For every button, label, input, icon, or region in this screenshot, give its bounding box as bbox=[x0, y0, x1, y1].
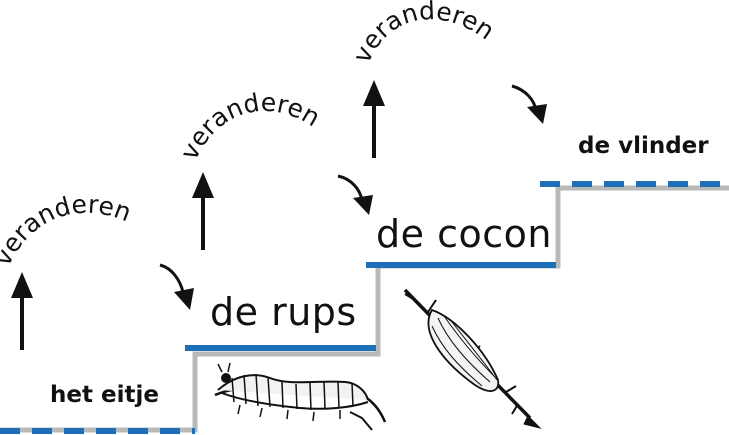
stage-label-cocoon: de cocon bbox=[376, 212, 552, 256]
transition-label: veranderen bbox=[0, 189, 135, 270]
transition-label: veranderen bbox=[347, 0, 500, 67]
up-arrow-icon bbox=[192, 172, 214, 250]
curved-arrow-icon bbox=[160, 265, 194, 310]
curved-arrow-icon bbox=[338, 176, 373, 215]
up-arrow-icon bbox=[363, 80, 385, 158]
transition-label: veranderen bbox=[174, 88, 325, 165]
up-arrow-icon bbox=[11, 272, 33, 350]
cocoon-branch-illustration bbox=[405, 290, 540, 428]
curved-arrow-icon bbox=[512, 86, 547, 124]
stage-label-egg: het eitje bbox=[50, 382, 159, 408]
stage-label-caterpillar: de rups bbox=[210, 290, 357, 334]
stage-label-butterfly: de vlinder bbox=[578, 133, 709, 159]
caterpillar-illustration bbox=[215, 363, 385, 430]
